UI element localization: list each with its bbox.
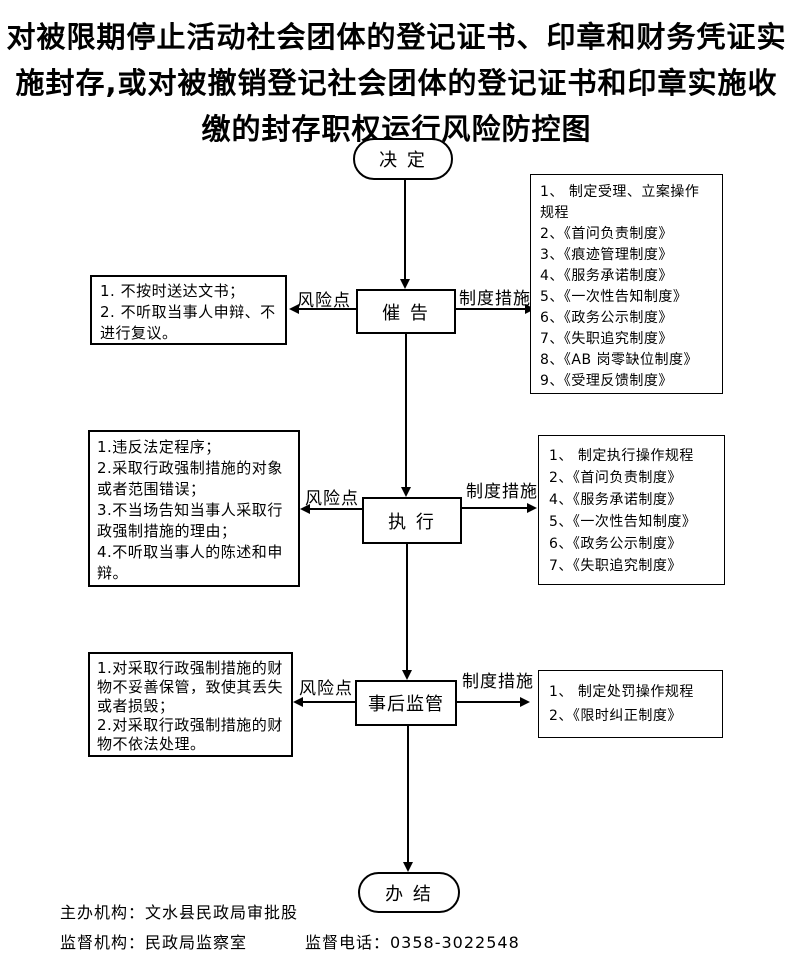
footer-organizer: 主办机构：文水县民政局审批股 — [60, 903, 299, 922]
risk-item: 1.对采取行政强制措施的财物不妥善保管，致使其丢失或者损毁； — [97, 659, 284, 715]
risk-item: 1. 不按时送达文书； — [100, 282, 245, 300]
page-title-line-1: 对被限期停止活动社会团体的登记证书、印章和财务凭证实 — [6, 20, 787, 54]
measure-item: 4、《服务承诺制度》 — [540, 268, 673, 284]
risk-point-label-reminder: 风险点 — [297, 291, 351, 311]
measure-item: 7、《失职追究制度》 — [549, 558, 682, 574]
measure-item: 1、 制定执行操作规程 — [549, 448, 694, 464]
execution-node: 执 行 — [362, 497, 462, 544]
page-title-line-2: 施封存,或对被撤销登记社会团体的登记证书和印章实施收 — [15, 66, 778, 100]
measures-label-reminder: 制度措施 — [459, 289, 531, 309]
page-title: 对被限期停止活动社会团体的登记证书、印章和财务凭证实 施封存,或对被撤销登记社会… — [0, 14, 793, 152]
arrow-post-supervision-measures-icon — [457, 697, 530, 707]
arrow-execution-measures-icon — [462, 503, 537, 513]
risk-item: 2.采取行政强制措施的对象或者范围错误； — [97, 459, 283, 498]
measures-label-execution: 制度措施 — [466, 482, 538, 502]
reminder-node: 催 告 — [356, 289, 456, 334]
arrow-decision-to-reminder-icon — [400, 180, 410, 289]
measure-item: 2、《首问负责制度》 — [540, 226, 673, 242]
measure-item: 8、《AB 岗零缺位制度》 — [540, 352, 699, 368]
arrow-reminder-risk-icon — [289, 304, 356, 314]
risk-item: 1.违反法定程序； — [97, 438, 221, 456]
measure-item: 1、 制定处罚操作规程 — [549, 684, 694, 700]
measure-item: 2、《首问负责制度》 — [549, 470, 682, 486]
measure-item: 4、《服务承诺制度》 — [549, 492, 682, 508]
completion-node: 办 结 — [358, 872, 460, 913]
measure-item: 3、《痕迹管理制度》 — [540, 247, 673, 263]
measures-box-reminder: 1、 制定受理、立案操作规程 2、《首问负责制度》 3、《痕迹管理制度》 4、《… — [530, 174, 723, 394]
risk-item: 2. 不听取当事人申辩、不进行复议。 — [100, 303, 276, 342]
measures-label-post-supervision: 制度措施 — [462, 672, 534, 692]
measure-item: 2、《限时纠正制度》 — [549, 708, 682, 724]
arrow-post-supervision-risk-icon — [293, 697, 355, 707]
measure-item: 5、《一次性告知制度》 — [540, 289, 688, 305]
arrow-reminder-to-execution-icon — [401, 334, 411, 497]
arrow-post-supervision-to-completion-icon — [403, 726, 413, 872]
post-supervision-node: 事后监管 — [355, 680, 457, 726]
measure-item: 1、 制定受理、立案操作规程 — [540, 184, 700, 221]
risk-item: 3.不当场告知当事人采取行政强制措施的理由； — [97, 501, 283, 540]
measures-box-execution: 1、 制定执行操作规程 2、《首问负责制度》 4、《服务承诺制度》 5、《一次性… — [538, 435, 725, 585]
risk-box-reminder: 1. 不按时送达文书； 2. 不听取当事人申辩、不进行复议。 — [90, 275, 287, 345]
measure-item: 6、《政务公示制度》 — [549, 536, 682, 552]
risk-point-label-post-supervision: 风险点 — [299, 679, 353, 699]
decision-node: 决 定 — [353, 138, 453, 180]
measure-item: 7、《失职追究制度》 — [540, 331, 673, 347]
risk-item: 2.对采取行政强制措施的财物不依法处理。 — [97, 716, 283, 753]
risk-box-execution: 1.违反法定程序； 2.采取行政强制措施的对象或者范围错误； 3.不当场告知当事… — [88, 430, 300, 587]
measure-item: 9、《受理反馈制度》 — [540, 373, 673, 389]
footer-supervisor: 监督机构：民政局监察室 — [60, 933, 248, 952]
risk-item: 4.不听取当事人的陈述和申辩。 — [97, 543, 283, 582]
measures-box-post-supervision: 1、 制定处罚操作规程 2、《限时纠正制度》 — [538, 670, 723, 738]
arrow-execution-risk-icon — [300, 504, 362, 514]
measure-item: 5、《一次性告知制度》 — [549, 514, 697, 530]
measure-item: 6、《政务公示制度》 — [540, 310, 673, 326]
risk-box-post-supervision: 1.对采取行政强制措施的财物不妥善保管，致使其丢失或者损毁； 2.对采取行政强制… — [88, 652, 293, 757]
arrow-execution-to-post-supervision-icon — [402, 544, 412, 680]
risk-point-label-execution: 风险点 — [305, 489, 359, 509]
footer-phone: 监督电话：0358-3022548 — [305, 933, 520, 952]
